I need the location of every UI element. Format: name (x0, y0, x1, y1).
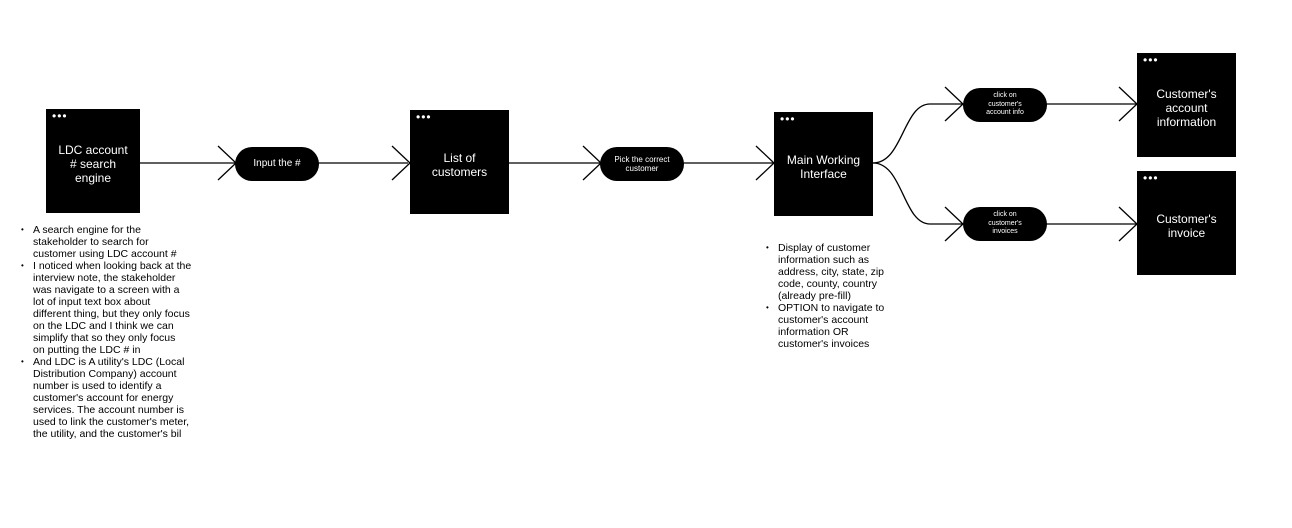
customer-list-label: List of customers (431, 151, 488, 179)
search-engine-label: LDC account # search engine (58, 143, 128, 185)
note-item: OPTION to navigate to customer's account… (766, 302, 906, 350)
window-dots-icon: ••• (1143, 171, 1159, 185)
main-interface-notes: Display of customer information such as … (766, 242, 906, 350)
connector-branch-upper (872, 103, 1137, 164)
window-dots-icon: ••• (780, 112, 796, 126)
note-item: Display of customer information such as … (766, 242, 906, 302)
window-dots-icon: ••• (1143, 53, 1159, 67)
customer-list-screen: ••• List of customers (410, 110, 509, 214)
invoice-label: Customer's invoice (1156, 212, 1217, 240)
main-interface-label: Main Working Interface (786, 153, 861, 181)
click-account-label: click on customer's account info (986, 92, 1024, 117)
click-invoices-pill: click on customer's invoices (963, 207, 1047, 241)
click-invoices-label: click on customer's invoices (988, 211, 1022, 236)
connector-branch-lower (872, 162, 1137, 225)
note-item: I noticed when looking back at the inter… (21, 260, 221, 356)
account-info-label: Customer's account information (1156, 87, 1217, 129)
invoice-screen: ••• Customer's invoice (1137, 171, 1236, 275)
click-account-pill: click on customer's account info (963, 88, 1047, 122)
window-dots-icon: ••• (416, 110, 432, 124)
search-engine-screen: ••• LDC account # search engine (46, 109, 140, 213)
note-item: And LDC is A utility's LDC (Local Distri… (21, 356, 221, 440)
window-dots-icon: ••• (52, 109, 68, 123)
pick-action-label: Pick the correct customer (614, 155, 670, 173)
input-action-pill: Input the # (235, 147, 319, 181)
input-action-label: Input the # (253, 158, 301, 169)
main-interface-screen: ••• Main Working Interface (774, 112, 873, 216)
account-info-screen: ••• Customer's account information (1137, 53, 1236, 157)
note-item: A search engine for the stakeholder to s… (21, 224, 221, 260)
search-engine-notes: A search engine for the stakeholder to s… (21, 224, 221, 440)
pick-action-pill: Pick the correct customer (600, 147, 684, 181)
